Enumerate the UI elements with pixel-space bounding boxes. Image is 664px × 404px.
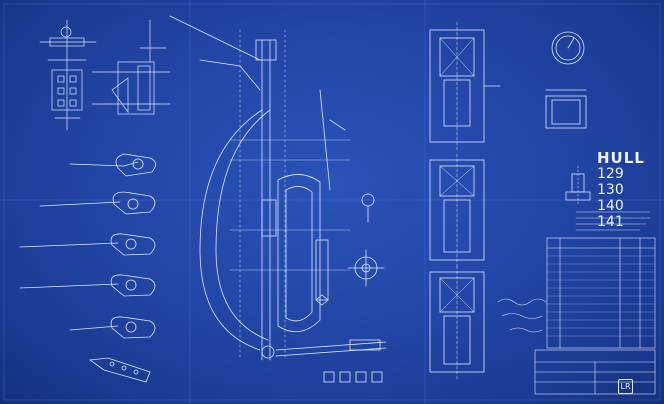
lr-logo: LR (618, 379, 633, 394)
lever-arm-2 (39, 191, 156, 215)
lever-arms (19, 153, 156, 383)
lever-arm-1 (69, 153, 156, 177)
lever-arm-6 (88, 357, 151, 383)
lever-arm-3 (19, 233, 156, 256)
notes-block (575, 211, 651, 231)
valve-wheels (347, 193, 385, 287)
hull-number-4: 141 (597, 214, 624, 230)
hull-number-2: 130 (597, 182, 624, 198)
detail-linkage (91, 19, 171, 115)
section-view-top (429, 21, 501, 151)
fitting-detail (565, 165, 591, 207)
handwritten-signatures (497, 298, 547, 333)
detail-top-left (39, 19, 97, 131)
hull-number-1: 129 (597, 166, 624, 182)
lever-arm-5 (69, 316, 156, 339)
hull-label: HULL 129 130 140 141 (597, 150, 659, 230)
section-views (429, 21, 501, 381)
lever-arm-4 (19, 274, 156, 297)
materials-table (546, 237, 656, 349)
central-assembly (169, 15, 387, 383)
hull-number-3: 140 (597, 198, 624, 214)
gauge-detail (545, 31, 587, 129)
hull-title: HULL (597, 149, 645, 167)
section-view-middle (429, 153, 485, 269)
section-view-bottom (429, 265, 485, 381)
title-block (534, 349, 656, 395)
